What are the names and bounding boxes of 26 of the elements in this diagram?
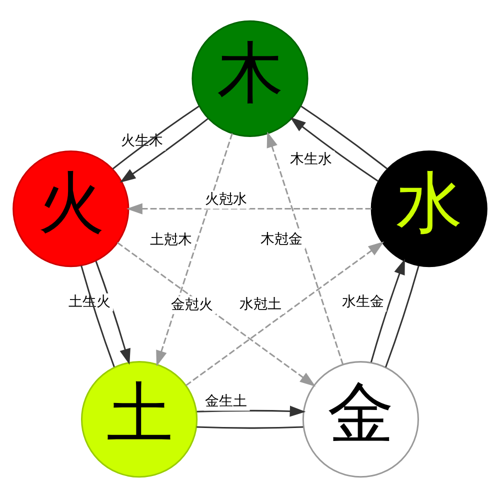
arrow [116, 242, 316, 387]
node-circle: 火 [12, 150, 130, 268]
connector [384, 266, 420, 368]
connector [196, 426, 304, 429]
edge-label: 水生金 [342, 294, 384, 310]
arrow [266, 132, 344, 365]
arrow [196, 406, 306, 417]
connector [112, 105, 200, 170]
connector [80, 265, 115, 368]
edge-label: 水尅土 [240, 296, 282, 313]
edge-label: 木尅金 [260, 231, 303, 248]
arrow [156, 133, 233, 366]
edge-label: 金生土 [205, 393, 248, 410]
node-circle: 水 [370, 150, 488, 268]
edge-label: 火尅水 [205, 191, 248, 208]
connector [300, 106, 388, 170]
arrow [126, 203, 372, 214]
arrow [290, 117, 378, 182]
arrow [185, 242, 384, 386]
edge-label: 土尅木 [150, 232, 192, 248]
node-circle: 土 [81, 361, 198, 478]
node-circle: 木 [192, 20, 308, 137]
edge-label: 金尅火 [171, 296, 214, 313]
arrow [370, 258, 405, 362]
edge-label: 木生水 [290, 151, 332, 168]
node-circle: 金 [302, 361, 419, 478]
